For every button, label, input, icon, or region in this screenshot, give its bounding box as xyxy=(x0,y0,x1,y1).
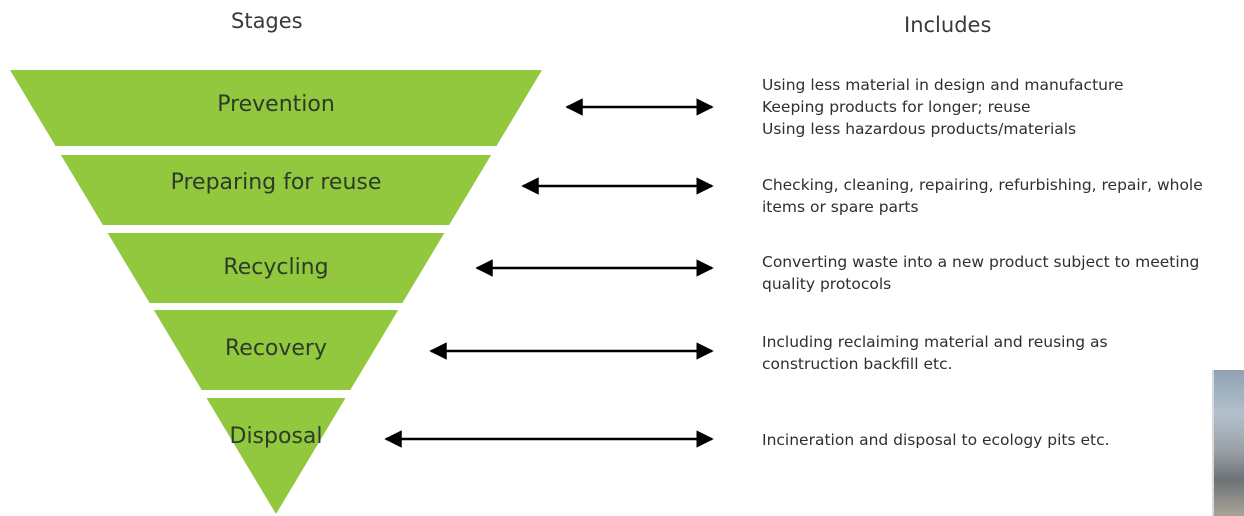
cropped-photo xyxy=(1212,370,1244,516)
includes-header: Includes xyxy=(904,13,992,37)
stage-label-preparing-for-reuse: Preparing for reuse xyxy=(170,170,382,195)
stage-label-prevention: Prevention xyxy=(217,92,335,117)
stage-description-disposal: Incineration and disposal to ecology pit… xyxy=(762,429,1110,451)
description-line: Checking, cleaning, repairing, refurbish… xyxy=(762,176,1203,194)
stage-description-recycling: Converting waste into a new product subj… xyxy=(762,251,1199,295)
description-line: Converting waste into a new product subj… xyxy=(762,253,1200,271)
stage-description-prevention: Using less material in design and manufa… xyxy=(762,74,1124,140)
description-line: Using less material in design and manufa… xyxy=(762,76,1124,94)
description-line: items or spare parts xyxy=(762,198,919,216)
stage-band-prevention xyxy=(10,70,542,146)
stage-band-recycling xyxy=(107,233,445,303)
description-line: Keeping products for longer; reuse xyxy=(762,98,1031,116)
description-line: quality protocols xyxy=(762,275,892,293)
stage-band-preparing-for-reuse xyxy=(60,155,492,225)
stage-label-recovery: Recovery xyxy=(224,336,328,361)
stage-description-preparing-for-reuse: Checking, cleaning, repairing, refurbish… xyxy=(762,174,1203,218)
stage-band-recovery xyxy=(153,310,399,390)
description-line: Including reclaiming material and reusin… xyxy=(762,333,1108,351)
stage-label-recycling: Recycling xyxy=(223,255,329,280)
description-line: Using less hazardous products/materials xyxy=(762,120,1077,138)
description-line: construction backfill etc. xyxy=(762,355,953,373)
stages-header: Stages xyxy=(231,9,303,33)
stage-description-recovery: Including reclaiming material and reusin… xyxy=(762,331,1108,375)
description-line: Incineration and disposal to ecology pit… xyxy=(762,431,1110,449)
stage-band-disposal xyxy=(206,398,346,514)
stage-label-disposal: Disposal xyxy=(229,424,323,449)
